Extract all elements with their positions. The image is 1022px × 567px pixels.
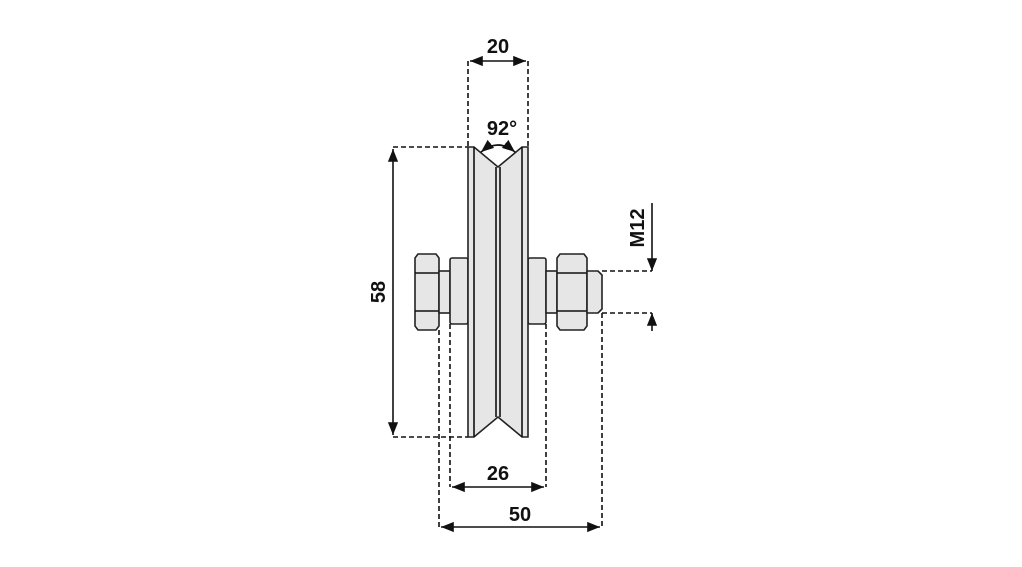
label-thread: M12 bbox=[627, 209, 649, 248]
label-groove-angle: 92° bbox=[487, 118, 517, 140]
label-groove-width: 20 bbox=[487, 36, 509, 58]
hub-left bbox=[449, 257, 469, 325]
bolt-head bbox=[414, 253, 440, 331]
bolt-shaft-left bbox=[438, 270, 451, 314]
wheel bbox=[467, 146, 529, 438]
extension-lines bbox=[393, 61, 652, 527]
bolt-end bbox=[586, 270, 603, 314]
bolt-shaft-right bbox=[545, 270, 558, 314]
angle-arc bbox=[480, 139, 516, 153]
label-diameter: 58 bbox=[368, 281, 390, 303]
label-hub-width: 26 bbox=[487, 463, 509, 485]
nut bbox=[556, 253, 588, 331]
hub-right bbox=[527, 257, 547, 325]
label-overall-width: 50 bbox=[509, 504, 531, 526]
